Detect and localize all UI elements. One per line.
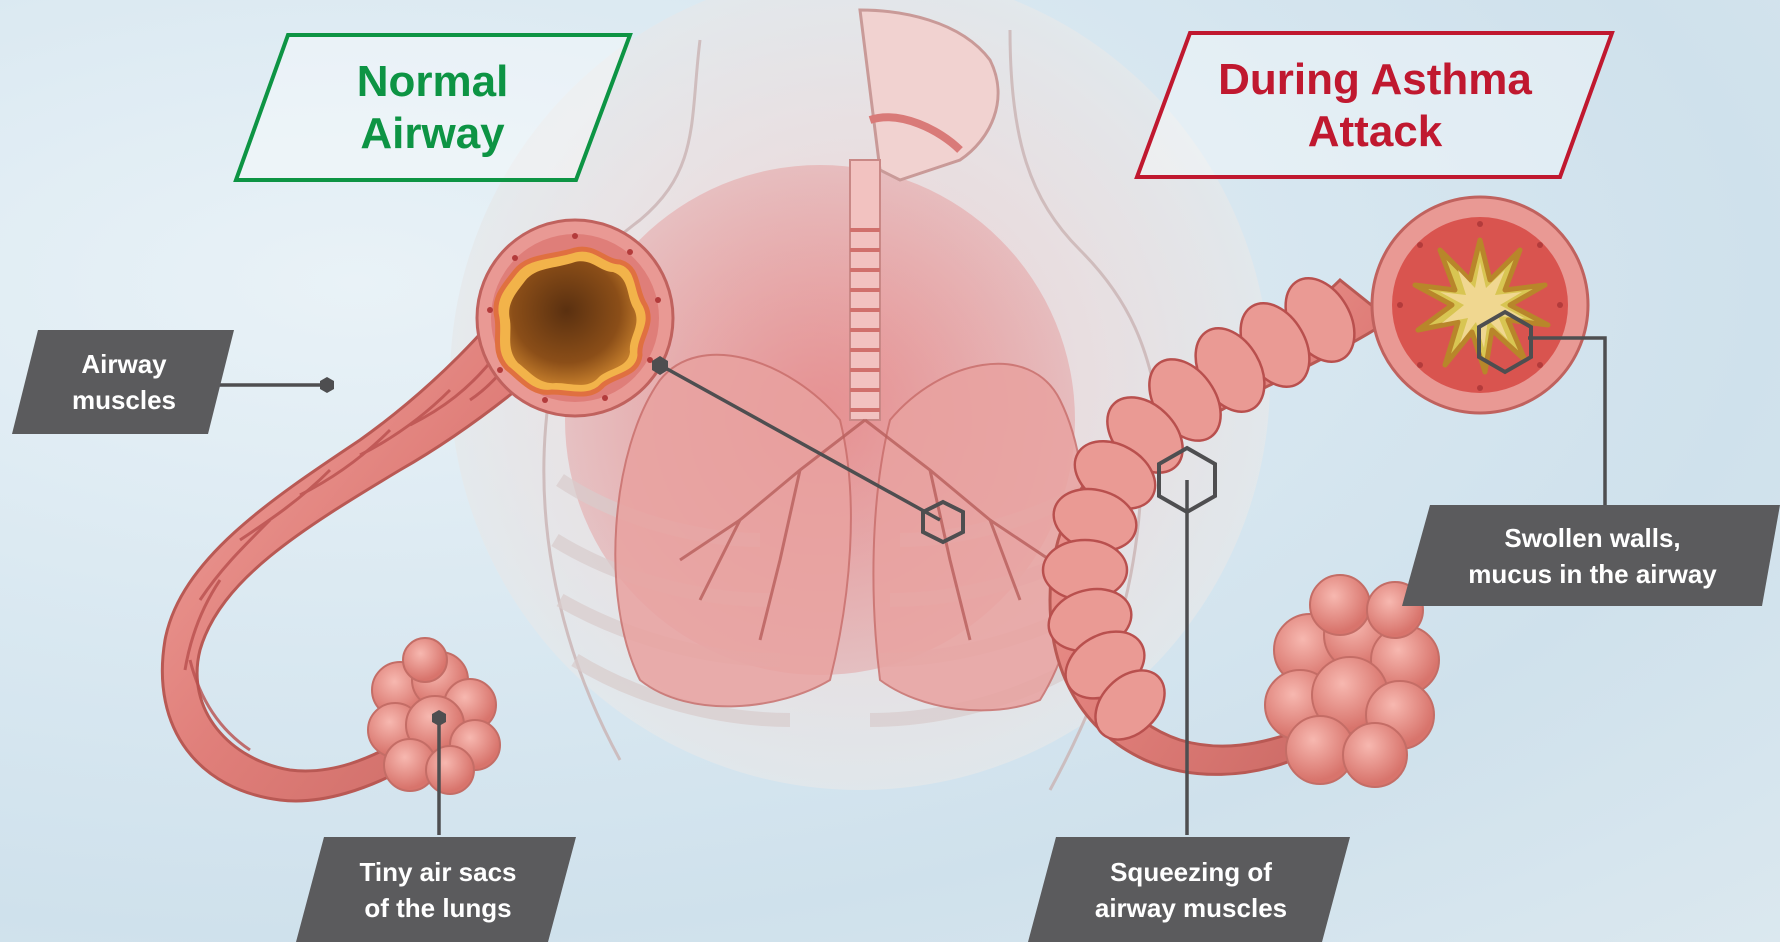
swollen-walls-label: Swollen walls, mucus in the airway	[1410, 505, 1775, 606]
air-sacs-label: Tiny air sacs of the lungs	[300, 837, 576, 942]
airway-muscles-label-text: Airway muscles	[72, 346, 176, 418]
squeezing-label: Squeezing of airway muscles	[1032, 837, 1350, 942]
squeezing-label-text: Squeezing of airway muscles	[1095, 854, 1287, 926]
asthma-attack-title-text: During Asthma Attack	[1218, 54, 1532, 158]
asthma-attack-title: During Asthma Attack	[1140, 36, 1610, 176]
air-sacs-label-text: Tiny air sacs of the lungs	[359, 854, 516, 926]
swollen-walls-label-text: Swollen walls, mucus in the airway	[1468, 520, 1717, 592]
right-lung	[873, 364, 1084, 711]
normal-airway-title-text: Normal Airway	[357, 56, 509, 160]
trachea	[850, 160, 880, 420]
airway-muscles-label: Airway muscles	[14, 330, 234, 434]
asthma-air-sacs	[1265, 575, 1439, 787]
normal-airway-title: Normal Airway	[240, 38, 625, 178]
